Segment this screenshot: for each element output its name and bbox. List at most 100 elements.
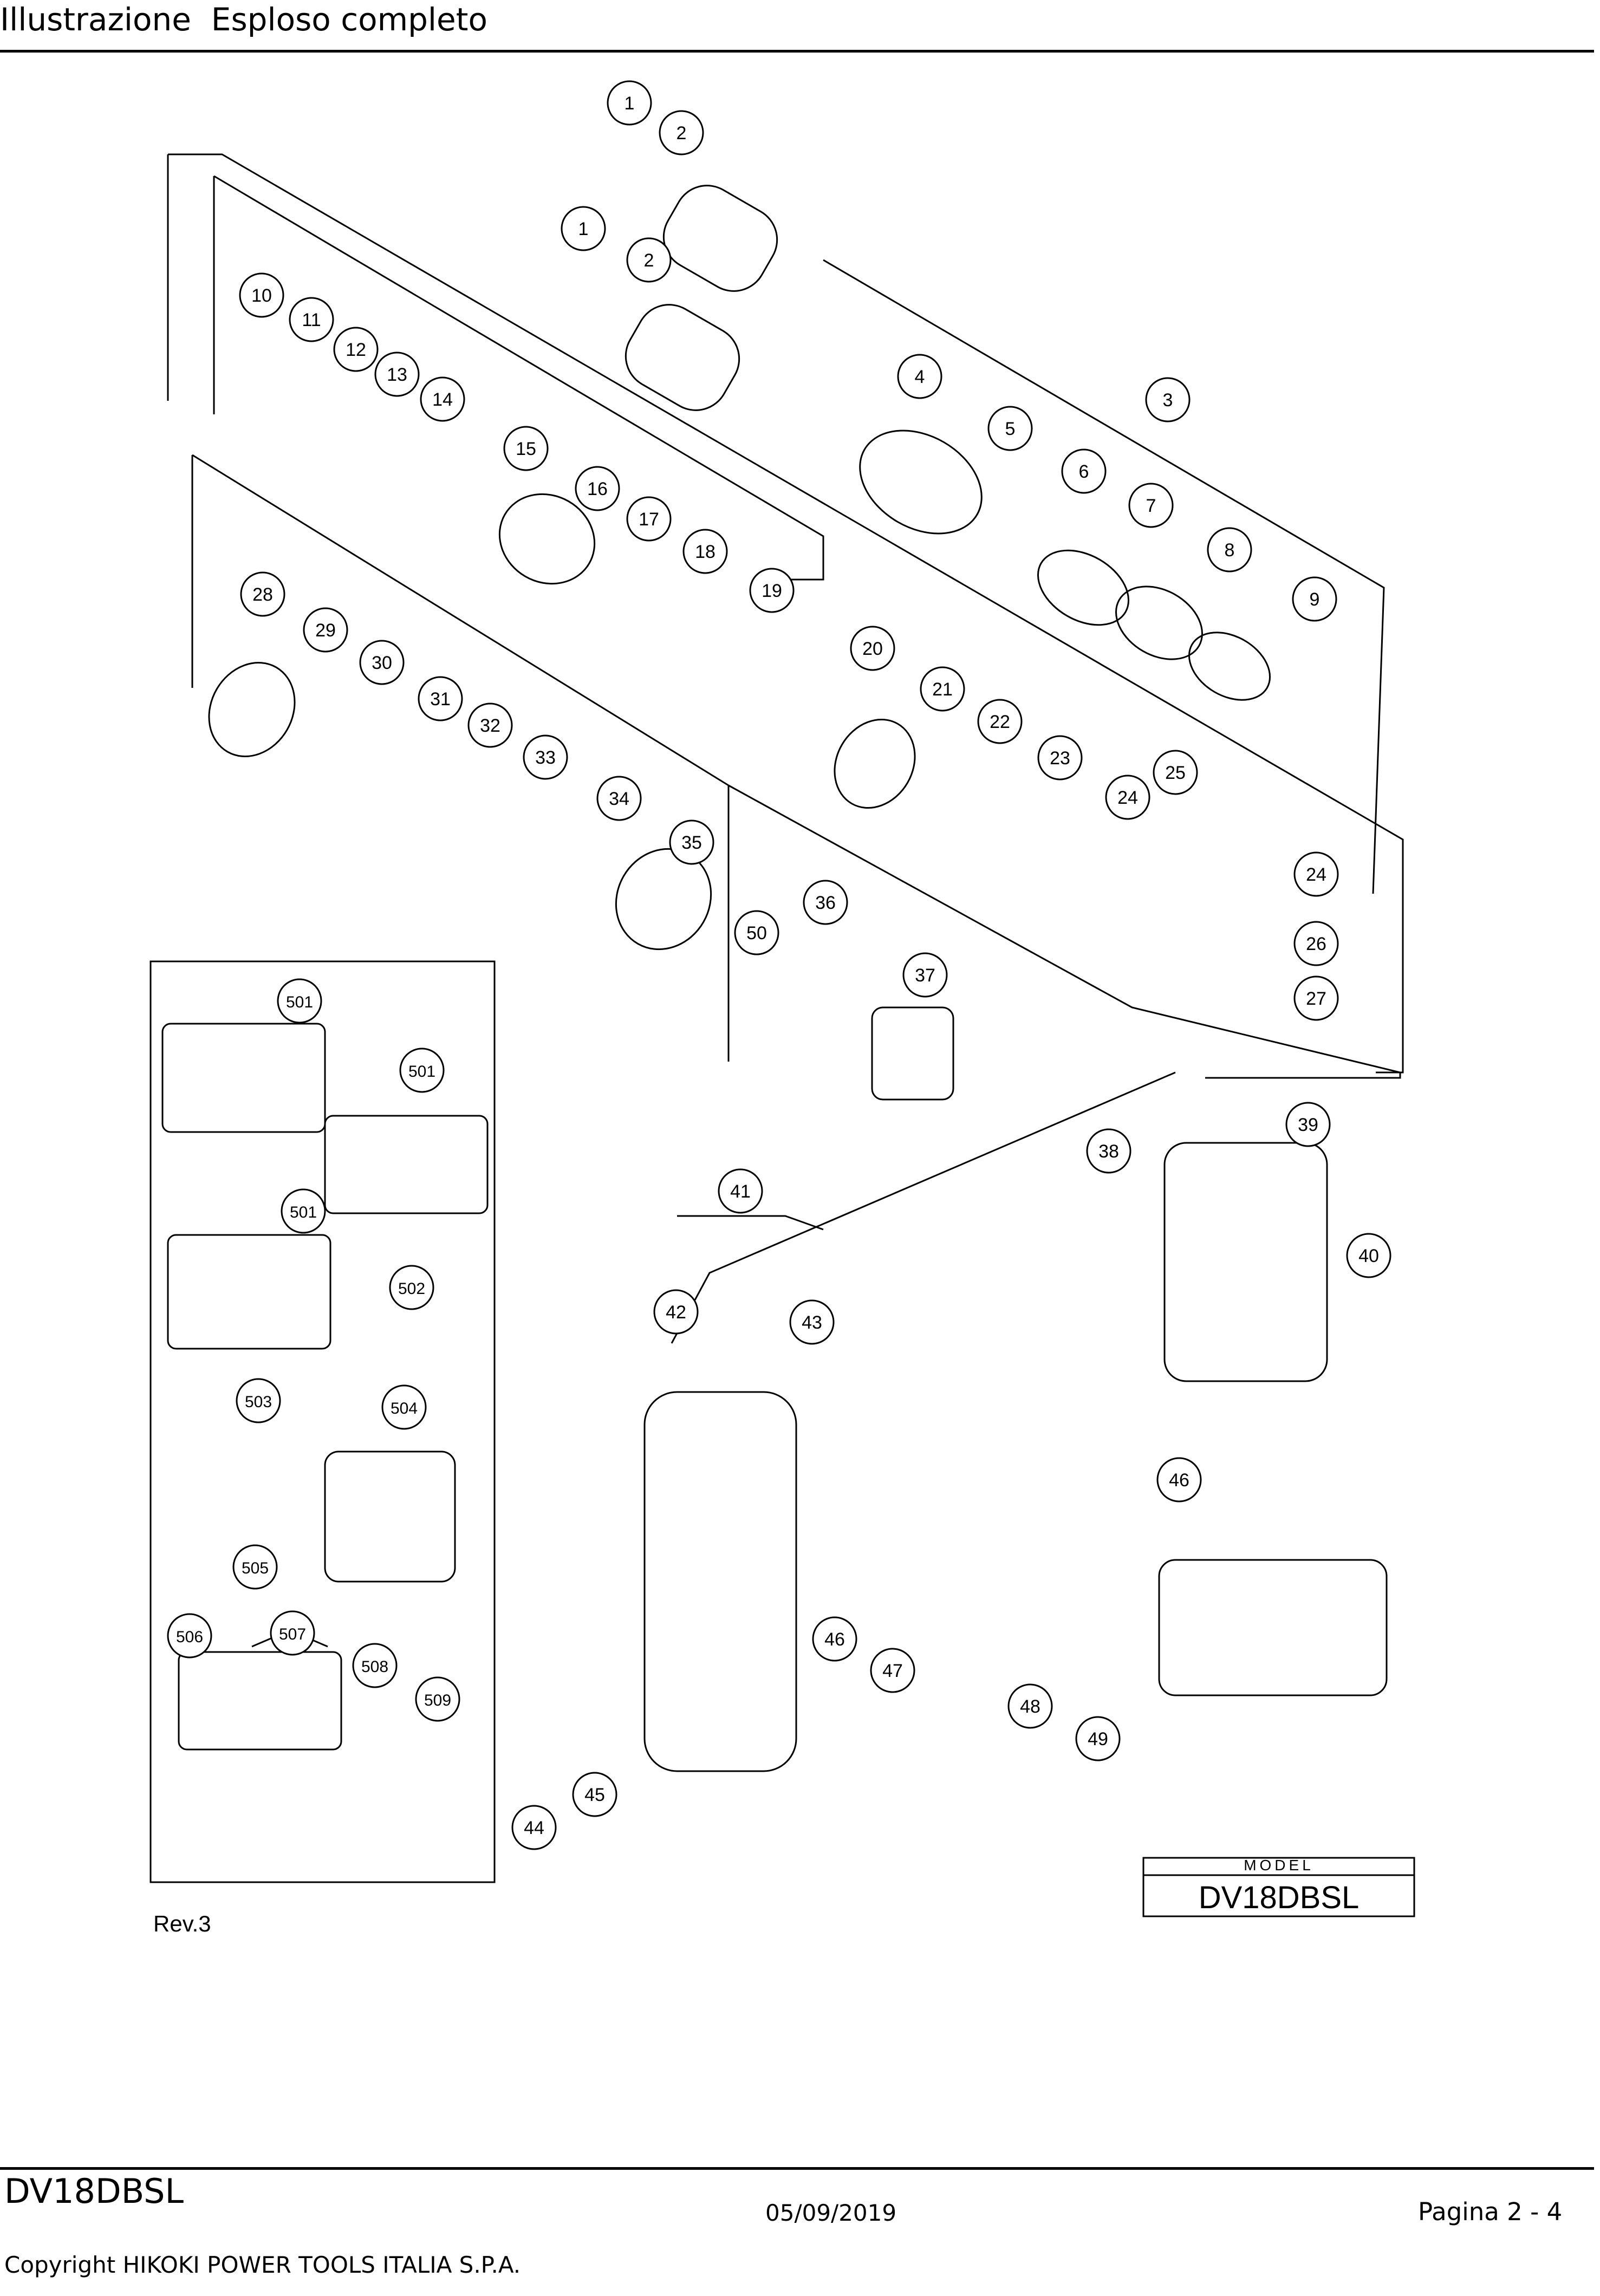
callout-label: 15 [516,439,536,459]
callout-label: 509 [424,1692,451,1709]
callout-label: 50 [746,923,767,944]
callout-506: 506 [167,1613,212,1658]
callout-505: 505 [232,1544,278,1590]
callout-50: 50 [734,910,779,955]
callout-circle [523,734,568,780]
callout-24: 24 [1105,775,1150,820]
callout-label: 2 [644,250,654,271]
callout-22: 22 [977,699,1023,744]
callout-circle [653,1289,699,1335]
callout-circle [1346,1233,1391,1278]
callout-circle [659,110,704,155]
callout-circle [289,297,334,342]
callout-circle [270,1610,315,1656]
callout-label: 33 [535,747,556,768]
callout-circle [352,1643,398,1688]
exploded-parts-diagram: 1212101112131415161718192021222324252426… [149,80,1415,1936]
callout-509: 509 [415,1676,460,1722]
callout-5: 5 [987,406,1033,451]
callout-circle [920,666,965,712]
callout-circle [607,80,652,126]
callout-label: 19 [762,581,782,601]
callout-circle [977,699,1023,744]
callout-16: 16 [575,466,620,511]
callout-label: 507 [279,1625,306,1643]
callout-circle [232,1544,278,1590]
callout-circle [467,703,513,748]
callout-46: 46 [1156,1457,1202,1503]
callout-43: 43 [789,1299,835,1345]
callout-label: 39 [1298,1115,1318,1135]
callout-27: 27 [1293,975,1339,1021]
callout-40: 40 [1346,1233,1391,1278]
callout-1: 1 [607,80,652,126]
callout-39: 39 [1285,1102,1331,1147]
callout-circle [240,571,285,617]
callout-label: 30 [372,653,392,673]
callout-46: 46 [812,1616,857,1662]
callout-44: 44 [511,1805,557,1850]
callout-507: 507 [270,1610,315,1656]
callout-label: 9 [1310,589,1320,610]
callout-circle [399,1048,445,1093]
callout-circle [503,426,549,471]
callout-18: 18 [682,529,728,574]
callout-15: 15 [503,426,549,471]
callout-circle [359,640,405,685]
callout-label: 37 [915,965,935,986]
callout-label: 17 [639,509,659,530]
callout-circle [236,1378,281,1423]
callout-34: 34 [596,776,642,821]
callout-circle [682,529,728,574]
callout-label: 41 [730,1181,751,1202]
callout-label: 46 [1169,1470,1189,1491]
callout-label: 6 [1079,461,1089,482]
callout-label: 42 [666,1302,686,1323]
callout-19: 19 [749,568,795,613]
callout-label: 2 [677,123,687,144]
callout-label: 43 [802,1312,822,1333]
callout-circle [1285,1102,1331,1147]
callout-47: 47 [870,1648,915,1693]
callout-label: 7 [1146,496,1156,516]
callout-label: 32 [480,716,500,736]
callout-label: 4 [915,367,925,387]
callout-41: 41 [718,1168,763,1214]
callout-circle [1156,1457,1202,1503]
callout-label: 8 [1225,540,1235,561]
callout-21: 21 [920,666,965,712]
callout-503: 503 [236,1378,281,1423]
callout-circle [812,1616,857,1662]
callout-2: 2 [659,110,704,155]
callout-circle [511,1805,557,1850]
callout-circle [1293,975,1339,1021]
callout-label: 47 [882,1661,903,1681]
callout-label: 20 [862,639,883,659]
callout-label: 18 [695,542,716,562]
callout-label: 25 [1165,763,1186,783]
callout-23: 23 [1037,735,1083,780]
footer-model: DV18DBSL [4,2171,184,2211]
callout-label: 44 [524,1818,544,1838]
callout-label: 21 [932,679,953,700]
callout-11: 11 [289,297,334,342]
callout-label: 508 [361,1658,388,1676]
callout-35: 35 [669,819,714,865]
callout-label: 29 [315,620,336,641]
callout-label: 10 [251,285,272,306]
callout-label: 45 [584,1785,605,1805]
callout-label: 501 [290,1204,317,1221]
callout-circle [1145,377,1191,422]
callout-2: 2 [626,237,672,283]
callout-circle [734,910,779,955]
callout-501: 501 [277,978,322,1024]
model-box-caption: MODEL [1244,1857,1314,1874]
callout-25: 25 [1153,750,1198,795]
callout-501: 501 [399,1048,445,1093]
callout-label: 501 [286,993,313,1011]
callout-label: 34 [609,789,629,809]
revision-label: Rev.3 [153,1911,211,1936]
callout-label: 505 [242,1559,269,1577]
callout-label: 40 [1358,1246,1379,1266]
callout-1: 1 [561,206,606,251]
